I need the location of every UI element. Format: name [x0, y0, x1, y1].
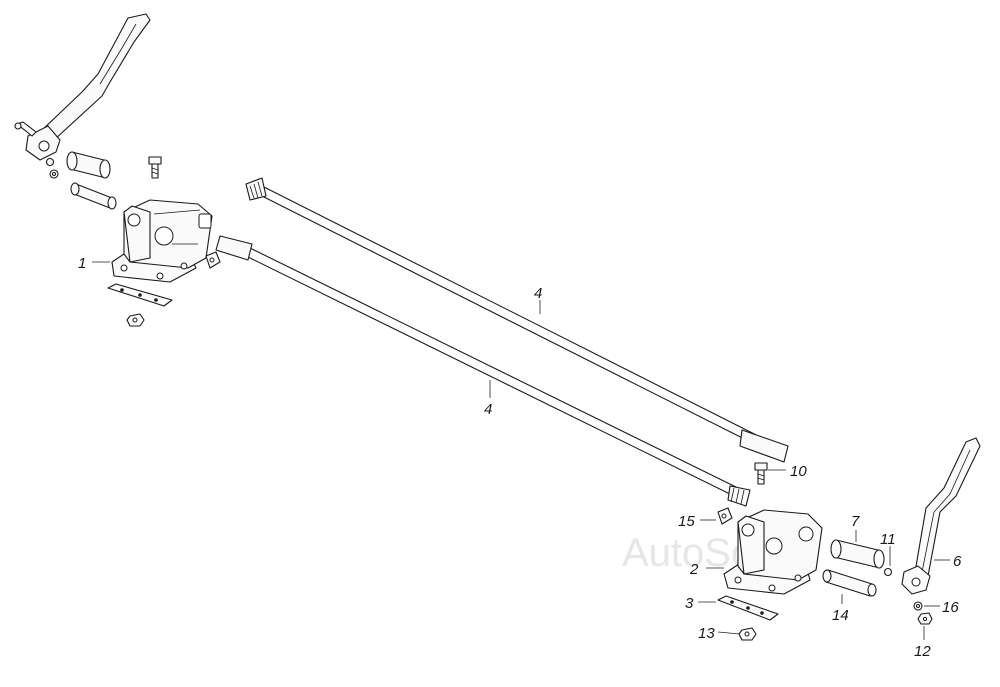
right-lever: [901, 437, 981, 595]
callout-4-lower-rod: 4: [484, 401, 492, 418]
left-washer: [49, 169, 59, 179]
callout-14: 14: [832, 607, 849, 624]
right-bushing: [830, 539, 885, 569]
left-pin: [70, 182, 117, 210]
callout-3: 3: [685, 595, 694, 612]
callout-11: 11: [880, 531, 896, 548]
callout-7: 7: [851, 513, 860, 530]
right-lock-plate: [717, 507, 733, 525]
callout-16: 16: [942, 599, 959, 616]
lower-rod: [215, 235, 751, 507]
left-bracket: [111, 199, 213, 283]
callout-12: 12: [914, 643, 931, 660]
right-shim-plate: [717, 595, 779, 621]
left-bolt: [148, 156, 162, 179]
callout-10: 10: [790, 463, 807, 480]
right-washer: [913, 601, 923, 611]
callout-2: 2: [689, 561, 699, 578]
callout-15: 15: [678, 513, 695, 530]
right-small-nut: [917, 612, 933, 625]
left-lock-plate: [205, 251, 221, 269]
right-bolt: [754, 462, 768, 485]
right-pin: [822, 569, 877, 597]
callout-13: 13: [698, 625, 715, 642]
left-lever: [14, 13, 151, 167]
callout-1: 1: [78, 255, 86, 272]
right-ball-pin: [883, 567, 893, 577]
left-bushing: [66, 151, 111, 179]
left-shim-plate: [107, 283, 173, 307]
upper-rod: [245, 177, 789, 463]
right-bracket: [723, 509, 823, 595]
callout-4-upper-rod: 4: [534, 285, 542, 302]
left-nut: [126, 313, 145, 327]
callout-6: 6: [953, 553, 962, 570]
leader-lines: [92, 261, 950, 640]
right-nut: [738, 627, 757, 641]
